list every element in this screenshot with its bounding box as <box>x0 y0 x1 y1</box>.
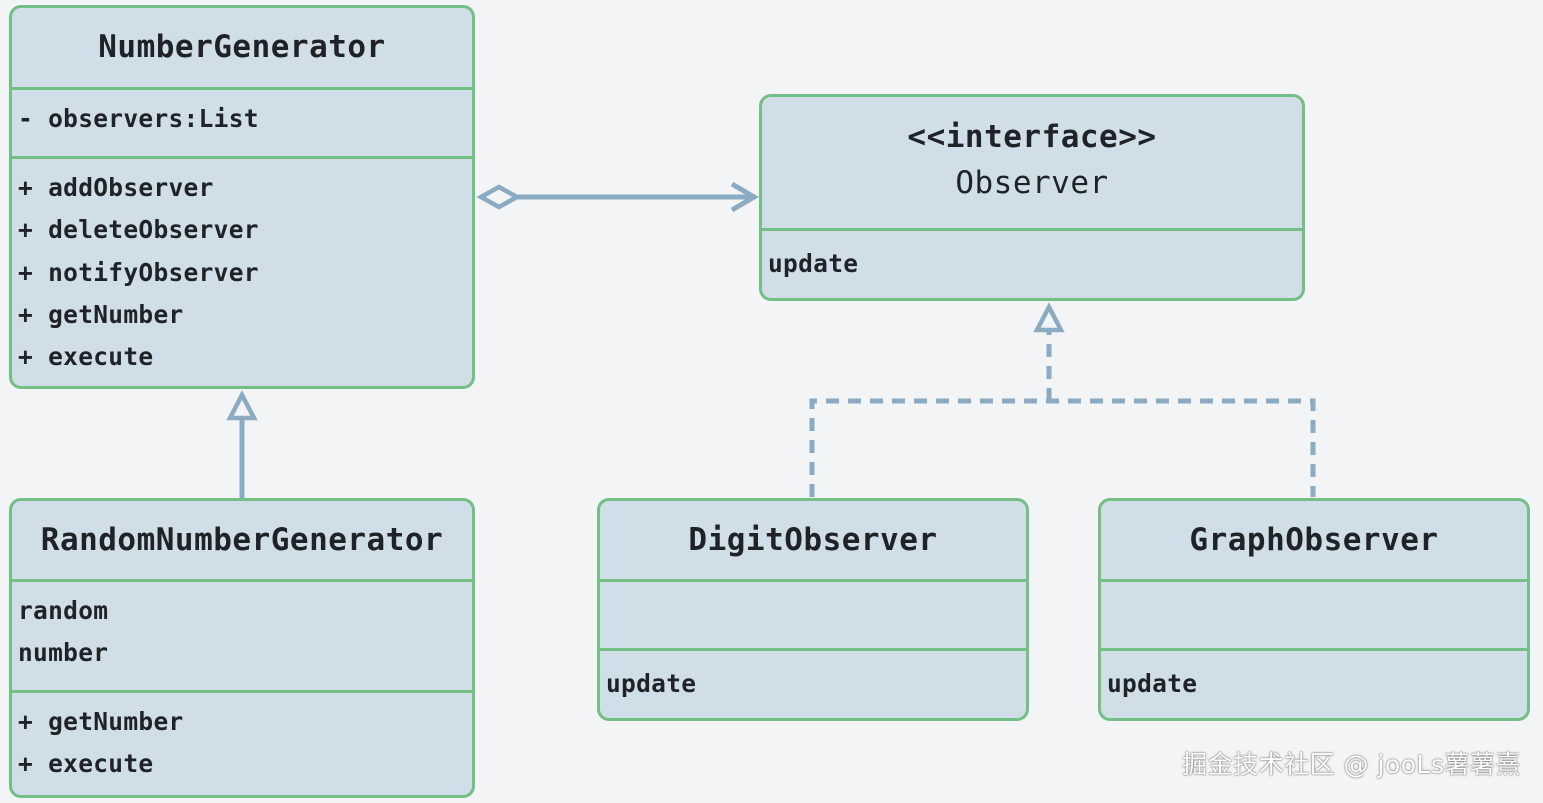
realization-connector <box>809 302 1316 497</box>
method-item: + getNumber <box>18 707 184 736</box>
class-name: RandomNumberGenerator <box>12 501 472 579</box>
random-number-generator-title: RandomNumberGenerator <box>40 522 444 558</box>
attributes-section: random number <box>12 579 472 690</box>
digit-observer-title: DigitObserver <box>688 522 938 558</box>
methods-section: + addObserver + deleteObserver + notifyO… <box>12 156 472 371</box>
stereotype-label: <<interface>> <box>907 119 1157 155</box>
methods-section: update <box>762 228 1302 278</box>
class-name: GraphObserver <box>1101 501 1527 579</box>
generalization-arrowhead <box>226 390 258 421</box>
class-name: NumberGenerator <box>12 8 472 87</box>
class-number-generator[interactable]: NumberGenerator - observers:List + addOb… <box>9 5 475 389</box>
observer-title: Observer <box>955 165 1109 201</box>
aggregation-connector <box>476 181 759 213</box>
association-arrowhead <box>730 181 759 213</box>
graph-observer-title: GraphObserver <box>1189 522 1439 558</box>
method-item: update <box>768 249 859 278</box>
attributes-section: - observers:List <box>12 87 472 156</box>
methods-section: update <box>1101 648 1527 698</box>
class-name: DigitObserver <box>600 501 1026 579</box>
method-item: + deleteObserver <box>18 215 259 244</box>
method-item: update <box>1107 669 1198 698</box>
method-item: + getNumber <box>18 300 184 329</box>
attribute-item: - observers:List <box>18 104 259 133</box>
watermark: 掘金技术社区 @ jooLs薯薯熹 <box>1182 750 1521 779</box>
attributes-section <box>1101 579 1527 648</box>
generalization-connector <box>226 390 258 498</box>
method-item: update <box>606 669 697 698</box>
attribute-item: random <box>18 596 109 625</box>
class-graph-observer[interactable]: GraphObserver update <box>1098 498 1530 721</box>
attribute-item: number <box>18 638 109 667</box>
method-item: + execute <box>18 342 154 371</box>
aggregation-diamond <box>476 184 522 210</box>
method-item: + addObserver <box>18 173 214 202</box>
number-generator-title: NumberGenerator <box>98 29 386 65</box>
method-item: + execute <box>18 749 154 778</box>
class-digit-observer[interactable]: DigitObserver update <box>597 498 1029 721</box>
methods-section: update <box>600 648 1026 698</box>
attributes-section <box>600 579 1026 648</box>
methods-section: + getNumber + execute <box>12 690 472 778</box>
method-item: + notifyObserver <box>18 258 259 287</box>
interface-observer[interactable]: <<interface>> Observer update <box>759 94 1305 301</box>
class-random-number-generator[interactable]: RandomNumberGenerator random number + ge… <box>9 498 475 798</box>
interface-header: <<interface>> Observer <box>762 97 1302 228</box>
realization-arrowhead <box>1033 302 1065 333</box>
